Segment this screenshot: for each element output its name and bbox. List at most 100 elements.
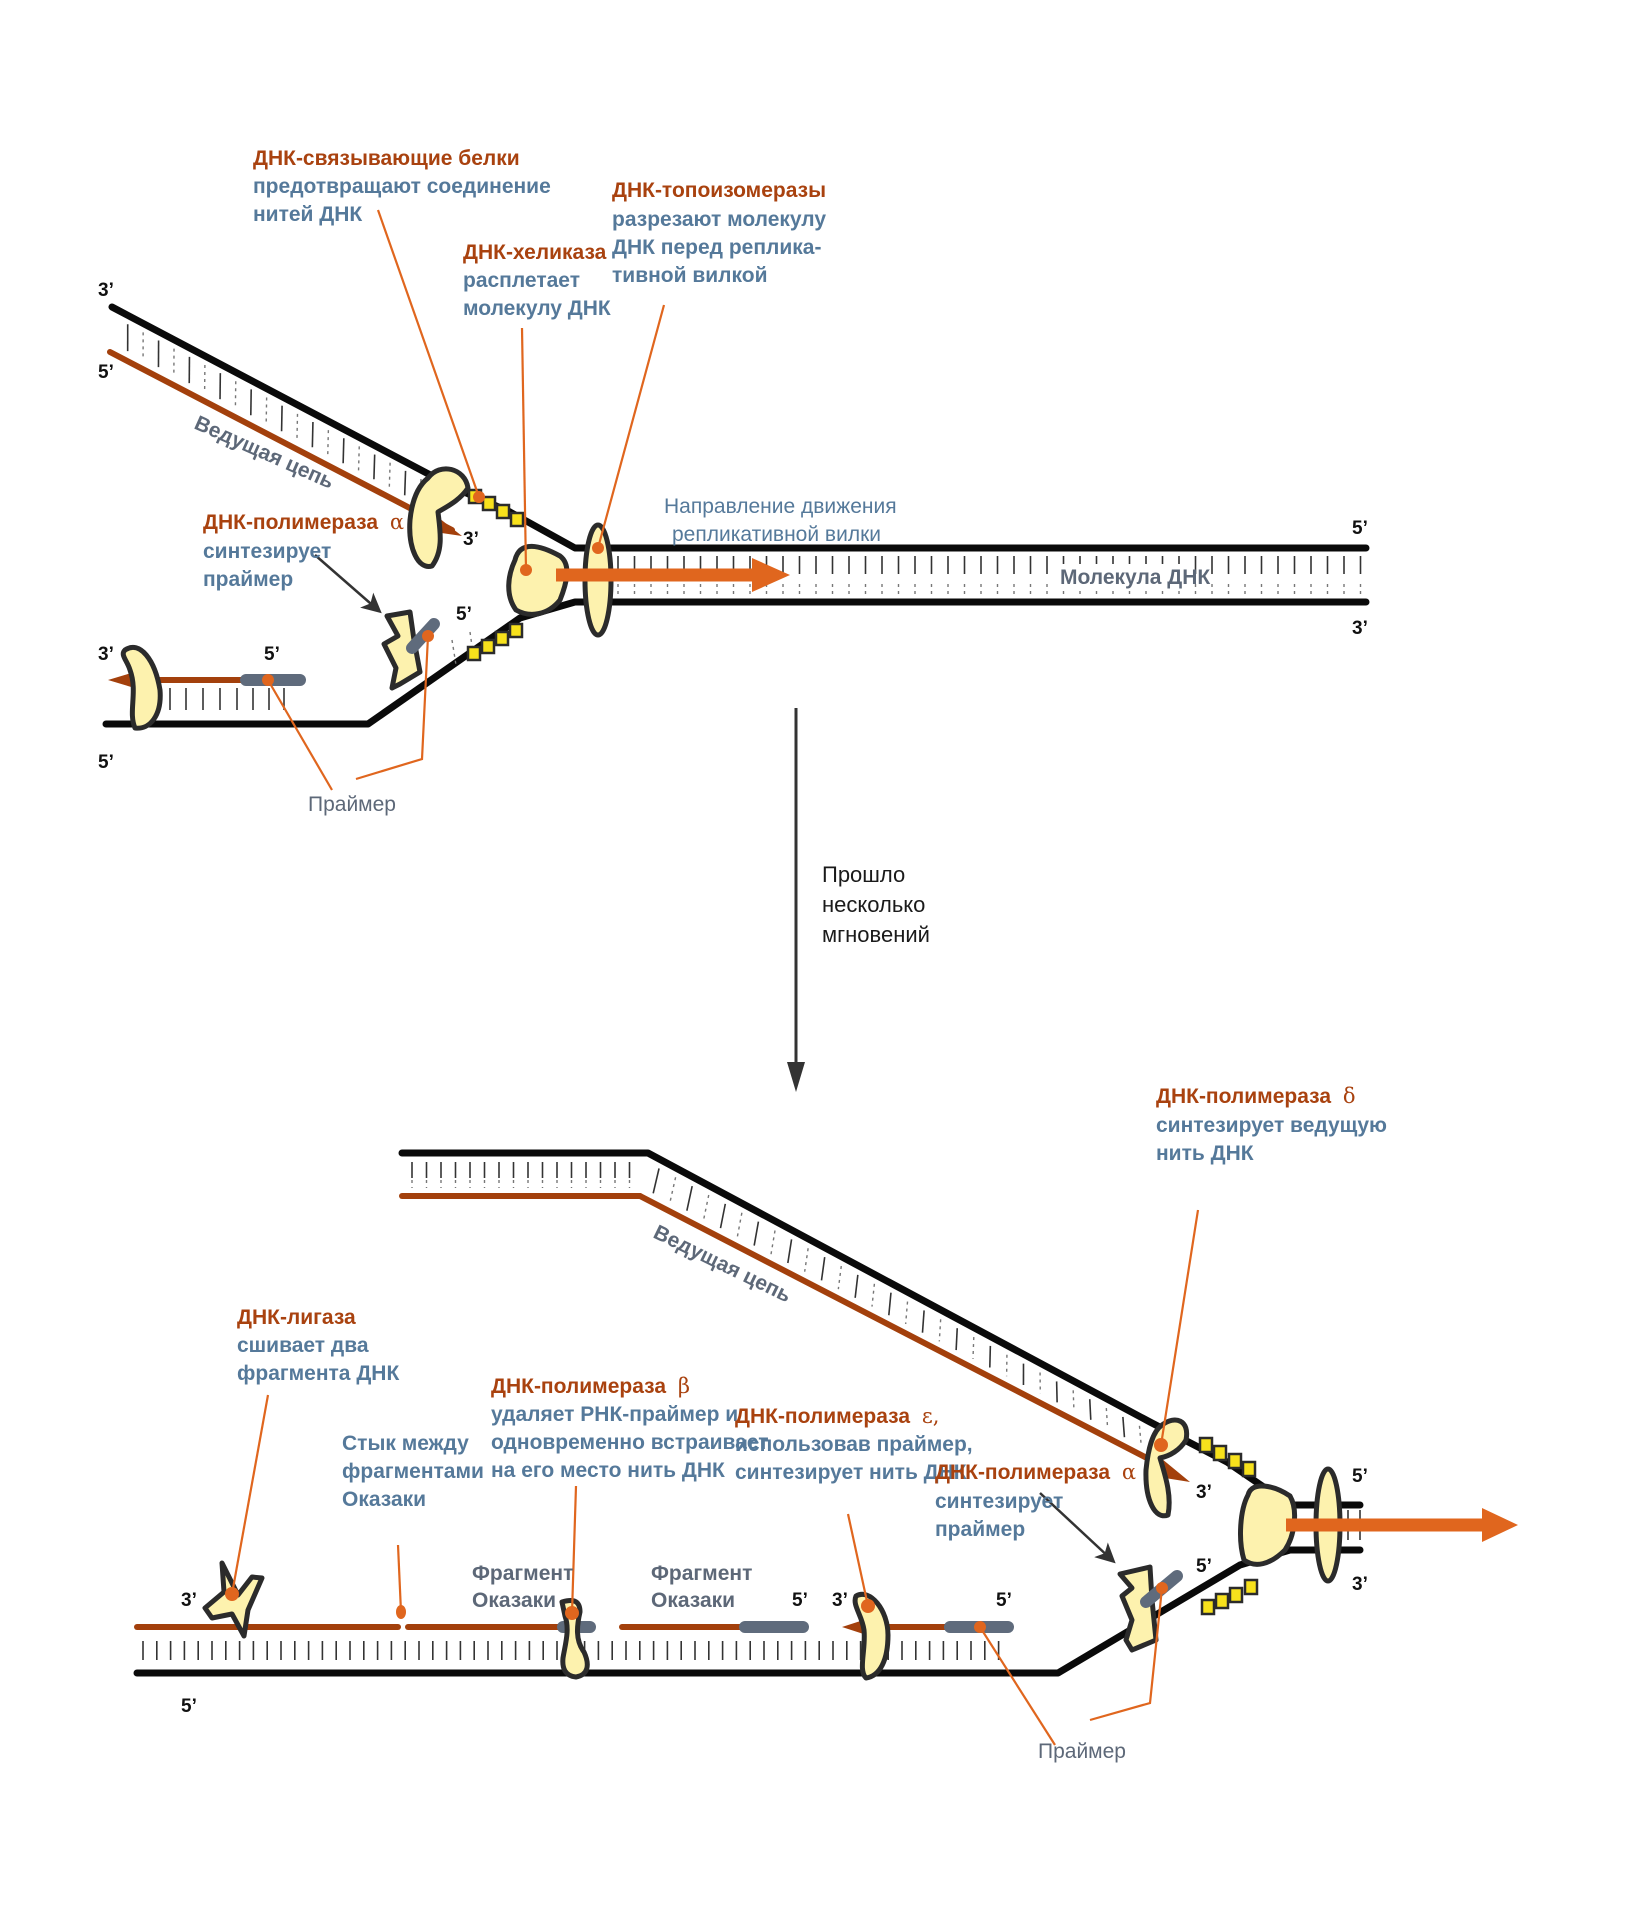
label-polymerase-alpha-top: ДНК-полимераза α синтезирует праймер xyxy=(203,510,410,591)
end-label: 3’ xyxy=(1352,1574,1368,1595)
polymerase-alpha-bottom xyxy=(1117,1564,1159,1653)
leader-ssb xyxy=(376,209,481,498)
base-pair-tick xyxy=(854,1274,859,1298)
top-leading-arm-bonds xyxy=(126,324,438,512)
transition: Прошло несколько мгновений xyxy=(787,708,930,1092)
label-polymerase-beta: ДНК-полимераза β удаляет РНК-праймер и о… xyxy=(491,1374,774,1482)
base-pair-tick xyxy=(311,421,314,448)
base-pair-tick xyxy=(342,438,345,464)
leader-ligase xyxy=(230,1394,270,1595)
base-pair-tick xyxy=(388,462,391,488)
base-pair-tick xyxy=(669,1177,677,1203)
end-label: 5’ xyxy=(456,604,472,625)
base-pair-tick xyxy=(1072,1390,1075,1412)
leader-epsilon xyxy=(846,1513,870,1607)
base-pair-tick xyxy=(357,446,360,472)
bottom-template-strand-lower xyxy=(133,1546,1364,1677)
label-okazaki-fragment-1: Фрагмент Оказаки xyxy=(472,1562,579,1612)
polymerase-beta xyxy=(559,1597,590,1680)
base-pair-tick xyxy=(989,1345,992,1368)
end-label: 3’ xyxy=(181,1590,197,1611)
base-pair-tick xyxy=(787,1239,793,1264)
transition-arrow-icon xyxy=(787,1062,805,1092)
bottom-ssb-upper xyxy=(1198,1436,1257,1478)
base-pair-tick xyxy=(938,1319,942,1342)
base-pair-tick xyxy=(921,1310,925,1333)
top-fork-direction-arrowhead xyxy=(752,558,790,592)
top-polymerase-leading xyxy=(407,466,471,569)
junction-marker xyxy=(396,1605,406,1619)
leader-primer-1 xyxy=(267,679,333,791)
end-label: 3’ xyxy=(463,529,479,550)
top-ssb-lower xyxy=(466,622,524,662)
base-pair-tick xyxy=(770,1230,776,1255)
base-pair-tick xyxy=(753,1221,760,1246)
base-pair-tick xyxy=(904,1301,909,1325)
top-leading-new-strand xyxy=(107,349,455,533)
label-okazaki-fragment-2: Фрагмент Оказаки xyxy=(651,1562,758,1612)
end-label: 3’ xyxy=(1196,1482,1212,1503)
top-template-strand-lower xyxy=(102,598,1370,728)
bottom-helicase xyxy=(1238,1483,1298,1567)
base-pair-tick xyxy=(1138,1425,1142,1446)
label-dna-molecule: Молекула ДНК xyxy=(1060,566,1210,589)
top-panel: ДНК-связывающие белки предотвращают соед… xyxy=(98,147,1370,816)
label-junction: Стык между фрагментами Оказаки xyxy=(342,1432,490,1511)
end-label: 5’ xyxy=(792,1590,808,1611)
label-topoisomerase: ДНК-топоизомеразы разрезают молекулу ДНК… xyxy=(612,179,832,287)
top-polymerase-alpha xyxy=(381,609,423,691)
bottom-panel: ДНК-полимераза δ синтезирует ведущую нит… xyxy=(133,1084,1518,1763)
label-primer-top: Праймер xyxy=(308,793,396,816)
end-label: 5’ xyxy=(181,1696,197,1717)
base-pair-tick xyxy=(403,470,407,496)
leader-delta xyxy=(1159,1209,1200,1446)
label-helicase: ДНК-хеликаза расплетает молекулу ДНК xyxy=(463,241,612,320)
base-pair-tick xyxy=(703,1194,710,1220)
base-pair-tick xyxy=(803,1248,809,1272)
base-pair-tick xyxy=(1088,1399,1092,1420)
end-label: 5’ xyxy=(1196,1556,1212,1577)
base-pair-tick xyxy=(686,1185,693,1211)
bottom-fork-direction-arrowhead xyxy=(1482,1508,1518,1542)
label-ssb: ДНК-связывающие белки предотвращают соед… xyxy=(253,147,557,226)
base-pair-tick xyxy=(736,1212,743,1237)
bottom-template-strand-upper xyxy=(398,1149,1364,1509)
label-polymerase-delta: ДНК-полимераза δ синтезирует ведущую нит… xyxy=(1156,1084,1393,1165)
base-pair-tick xyxy=(837,1265,842,1290)
bottom-leading-new-strand xyxy=(637,1193,1173,1473)
base-pair-tick xyxy=(871,1283,876,1307)
bottom-ssb-lower xyxy=(1200,1578,1259,1616)
leader-beta xyxy=(570,1485,578,1614)
end-label: 3’ xyxy=(1352,618,1368,639)
base-pair-tick xyxy=(719,1203,727,1229)
end-label: 5’ xyxy=(996,1590,1012,1611)
top-helicase xyxy=(506,543,570,617)
end-label: 3’ xyxy=(832,1590,848,1611)
label-polymerase-epsilon: ДНК-полимераза ε, использовав праймер, с… xyxy=(735,1404,978,1484)
base-pair-tick xyxy=(955,1328,959,1351)
base-pair-tick xyxy=(972,1337,975,1359)
polymerase-epsilon xyxy=(852,1591,891,1681)
end-label: 5’ xyxy=(1352,518,1368,539)
end-label: 3’ xyxy=(98,280,114,301)
label-primer-bottom: Праймер xyxy=(1038,1740,1126,1763)
leader-helicase xyxy=(520,327,528,571)
leader-primer-4 xyxy=(1089,1587,1164,1722)
leader-primer-3 xyxy=(979,1626,1056,1746)
leader-primer-2 xyxy=(355,635,430,781)
base-pair-tick xyxy=(1105,1408,1109,1429)
end-label: 5’ xyxy=(98,752,114,773)
label-leading-strand-top: Ведущая цепь xyxy=(191,412,338,494)
end-label: 5’ xyxy=(264,644,280,665)
base-pair-tick xyxy=(373,454,376,480)
label-ligase: ДНК-лигаза сшивает два фрагмента ДНК xyxy=(237,1306,399,1385)
pointer-alpha-top xyxy=(314,554,382,614)
end-label: 3’ xyxy=(98,644,114,665)
pointer-alpha-bottom xyxy=(1039,1492,1116,1564)
label-fork-direction: Направление движения репликативной вилки xyxy=(664,495,902,546)
base-pair-tick xyxy=(327,430,330,456)
top-polymerase-okazaki xyxy=(120,645,163,731)
leader-topoisomerase xyxy=(596,304,666,549)
label-polymerase-alpha-bottom: ДНК-полимераза α синтезирует праймер xyxy=(935,1460,1142,1541)
